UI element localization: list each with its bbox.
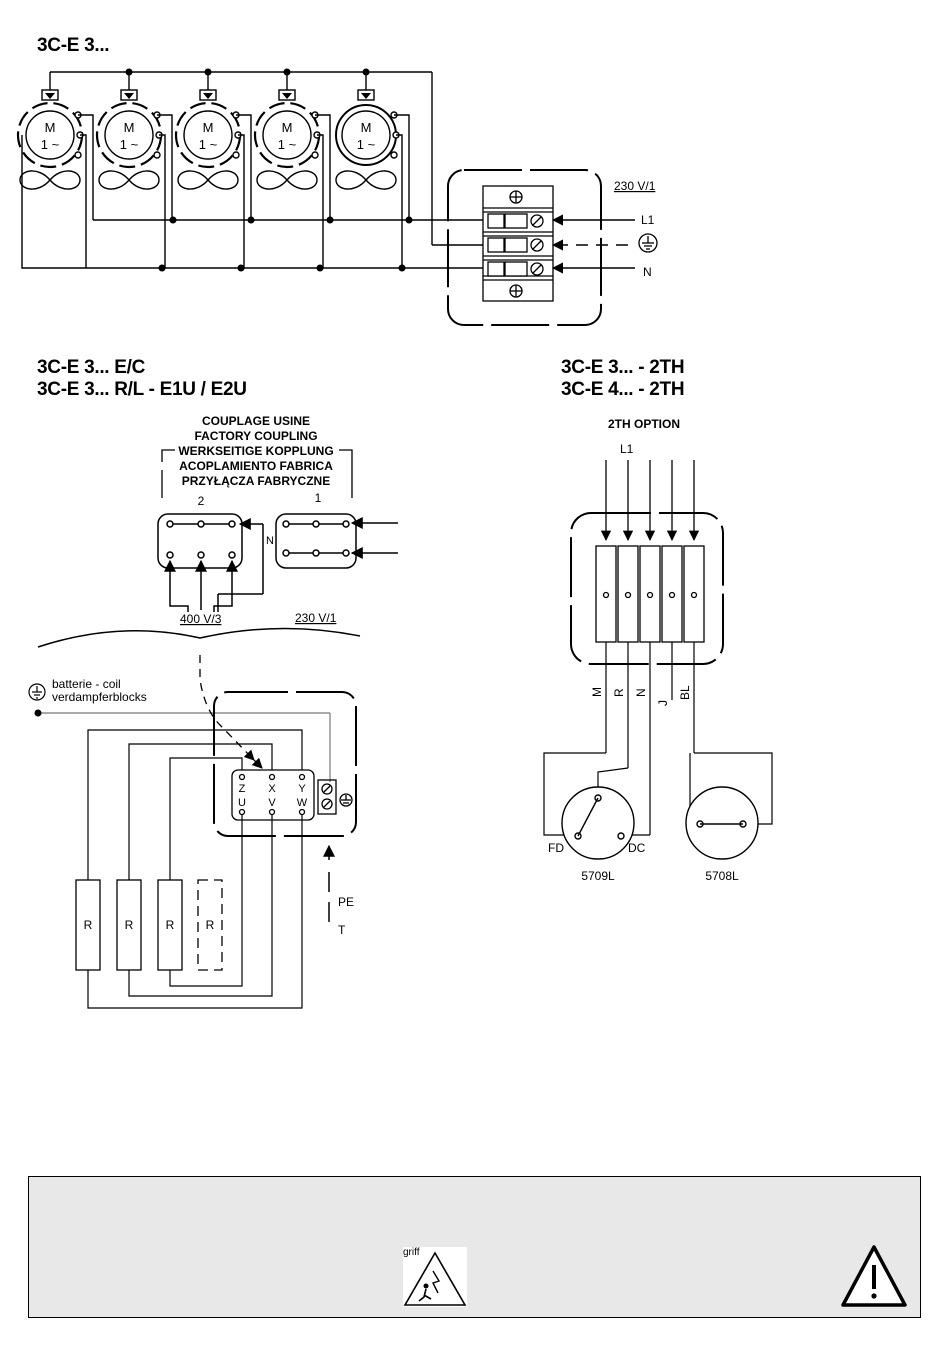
warning-triangle-icon: [841, 1245, 907, 1307]
terminal-w: W: [297, 797, 308, 809]
thermostat-1-label: 5709L: [581, 869, 615, 883]
coupling-de: WERKSEITIGE KOPPLUNG: [178, 444, 333, 458]
dc-label: DC: [628, 841, 646, 855]
fan-phase-label: 1 ~: [278, 137, 297, 152]
fan-unit: [174, 72, 252, 268]
top-supply-arrows: [551, 214, 635, 274]
coupling-pl: PRZYŁĄCZA FABRYCZNE: [182, 474, 330, 488]
fan-unit: [335, 72, 410, 268]
left-section-title-2: 3C-E 3... R/L - E1U / E2U: [37, 379, 247, 400]
wire-m: M: [590, 687, 604, 697]
warning-box: griff: [28, 1176, 921, 1318]
resistor-1: [75, 879, 101, 971]
selection-brace: [37, 627, 361, 648]
thermostat-5708l: [685, 786, 759, 860]
coil-label-2: verdampferblocks: [52, 690, 147, 704]
fan-motor-label: M: [203, 120, 214, 135]
fan-group: M 1 ~ M 1 ~ M 1 ~ M 1 ~ M 1 ~: [16, 72, 410, 269]
fan-phase-label: 1 ~: [41, 137, 60, 152]
left-section-title-1: 3C-E 3... E/C: [37, 357, 146, 378]
top-terminal-block: [482, 185, 554, 302]
heater-terminal-box: [213, 691, 357, 837]
terminal-u: U: [238, 797, 246, 809]
2th-wire-labels: M R N J BL: [590, 685, 692, 706]
feed-line: [199, 655, 255, 761]
fan-motor-label: M: [282, 120, 293, 135]
resistor-label-4: R: [206, 918, 215, 932]
shock-sign-text: griff: [403, 1247, 420, 1258]
coupling-1-label: 1: [315, 491, 322, 505]
fd-label: FD: [548, 841, 564, 855]
fan-motor-label: M: [361, 120, 372, 135]
coupling-es: ACOPLAMIENTO FABRICA: [179, 459, 333, 473]
electric-shock-warning-icon: griff: [403, 1247, 467, 1307]
pe-label: PE: [338, 895, 354, 909]
coupling-2-label: 2: [198, 494, 205, 508]
2th-terminal-block: [595, 545, 705, 643]
wire-n: N: [634, 688, 648, 697]
wiring-diagram-svg: M 1 ~ M 1 ~ M 1 ~ M 1 ~ M 1 ~: [16, 68, 773, 1009]
coupling-block-2: [157, 513, 264, 612]
heater-terminal-block: [231, 769, 353, 821]
fan-unit: [16, 72, 94, 268]
terminal-y: Y: [298, 783, 306, 795]
fan-unit: [253, 72, 331, 268]
t-label: T: [338, 923, 346, 937]
fan-motor-label: M: [45, 120, 56, 135]
v400-label: 400 V/3: [180, 612, 222, 626]
heater-terminal-letters: Z X Y U V W: [238, 783, 308, 809]
top-fan-circuit: [50, 71, 484, 269]
top-n-label: N: [643, 265, 652, 279]
terminal-x: X: [268, 783, 276, 795]
fan-motor-label: M: [124, 120, 135, 135]
top-section-title: 3C-E 3...: [37, 35, 110, 56]
coupling-n-label: N: [266, 535, 274, 547]
resistor-labels: R R R R: [84, 918, 215, 932]
2th-l1-label: L1: [620, 442, 634, 456]
thermostat-2-label: 5708L: [705, 869, 739, 883]
2th-incoming-wires: [600, 460, 700, 542]
wire-bl: BL: [678, 685, 692, 700]
top-junctions: [125, 68, 413, 272]
2th-terminal-box: [570, 512, 724, 665]
coupling-en: FACTORY COUPLING: [194, 429, 317, 443]
fan-phase-label: 1 ~: [120, 137, 139, 152]
fan-phase-label: 1 ~: [357, 137, 376, 152]
top-l1-label: L1: [641, 213, 655, 227]
terminal-z: Z: [239, 783, 246, 795]
right-section-title-1: 3C-E 3... - 2TH: [561, 357, 685, 378]
resistor-label-1: R: [84, 918, 93, 932]
resistor-wiring: [87, 729, 303, 1009]
top-terminal-box: [447, 169, 602, 326]
top-supply-label: 230 V/1: [614, 179, 656, 193]
resistor-2: [116, 879, 142, 971]
thermostat-5709l: [561, 786, 635, 860]
coil-label-1: batterie - coil: [52, 677, 121, 691]
resistor-optional: [197, 879, 223, 971]
terminal-v: V: [268, 797, 276, 809]
resistors: [75, 879, 223, 971]
resistor-3: [157, 879, 183, 971]
coupling-fr: COUPLAGE USINE: [202, 414, 310, 428]
fan-unit: [95, 72, 173, 268]
right-section-title-2: 3C-E 4... - 2TH: [561, 379, 685, 400]
resistor-label-3: R: [166, 918, 175, 932]
fan-phase-label: 1 ~: [199, 137, 218, 152]
warning-icons: griff: [403, 1245, 907, 1307]
coupling-block-1: [275, 513, 398, 569]
factory-coupling-labels: COUPLAGE USINE FACTORY COUPLING WERKSEIT…: [178, 414, 333, 488]
2th-option-label: 2TH OPTION: [608, 417, 680, 431]
v230-label: 230 V/1: [295, 611, 337, 625]
ground-symbol: [638, 233, 658, 253]
coil-ground: [28, 683, 331, 782]
wire-j: J: [656, 700, 670, 706]
wire-r: R: [612, 688, 626, 697]
resistor-label-2: R: [125, 918, 134, 932]
